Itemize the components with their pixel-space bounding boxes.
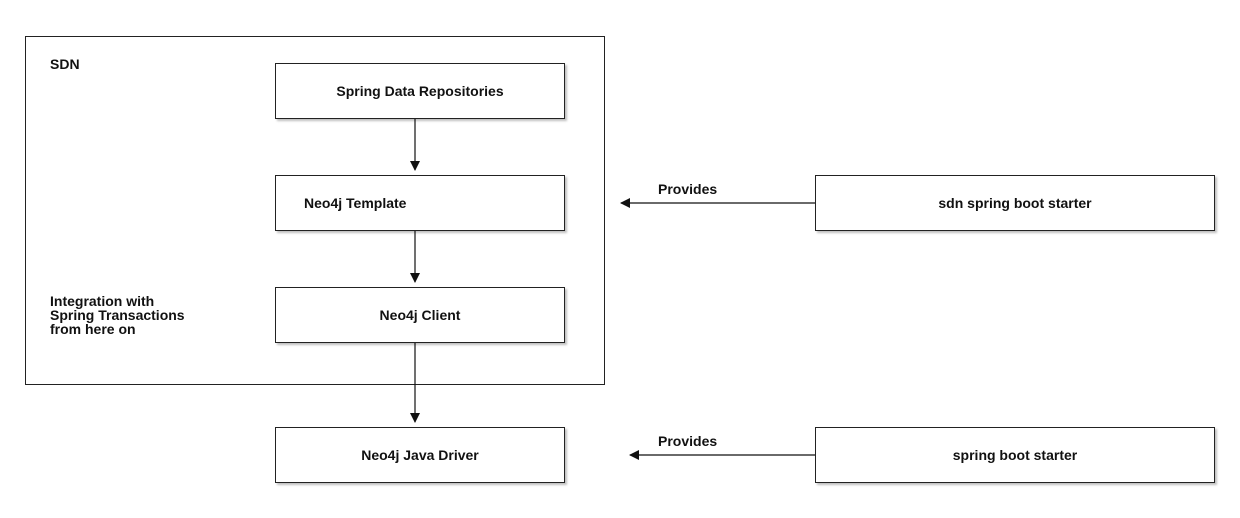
sdn-spring-boot-starter-box: sdn spring boot starter	[815, 175, 1215, 231]
integration-note-line-2: Spring Transactions	[50, 307, 185, 323]
sdn-spring-boot-starter-label: sdn spring boot starter	[938, 195, 1092, 211]
neo4j-client-label: Neo4j Client	[379, 307, 461, 323]
sdn-label: SDN	[50, 56, 80, 72]
neo4j-client-box: Neo4j Client	[275, 287, 565, 343]
spring-data-repositories-box: Spring Data Repositories	[275, 63, 565, 119]
provides-label-top: Provides	[658, 181, 718, 197]
spring-boot-starter-box: spring boot starter	[815, 427, 1215, 483]
spring-data-repositories-label: Spring Data Repositories	[336, 83, 504, 99]
neo4j-template-box: Neo4j Template	[275, 175, 565, 231]
provides-label-bottom: Provides	[658, 433, 718, 449]
neo4j-template-label: Neo4j Template	[304, 195, 407, 211]
spring-boot-starter-label: spring boot starter	[952, 447, 1078, 463]
integration-note-line-3: from here on	[50, 321, 136, 337]
integration-note: Integration with Spring Transactions fro…	[50, 294, 185, 336]
neo4j-java-driver-box: Neo4j Java Driver	[275, 427, 565, 483]
integration-note-line-1: Integration with	[50, 293, 155, 309]
neo4j-java-driver-label: Neo4j Java Driver	[361, 447, 479, 463]
